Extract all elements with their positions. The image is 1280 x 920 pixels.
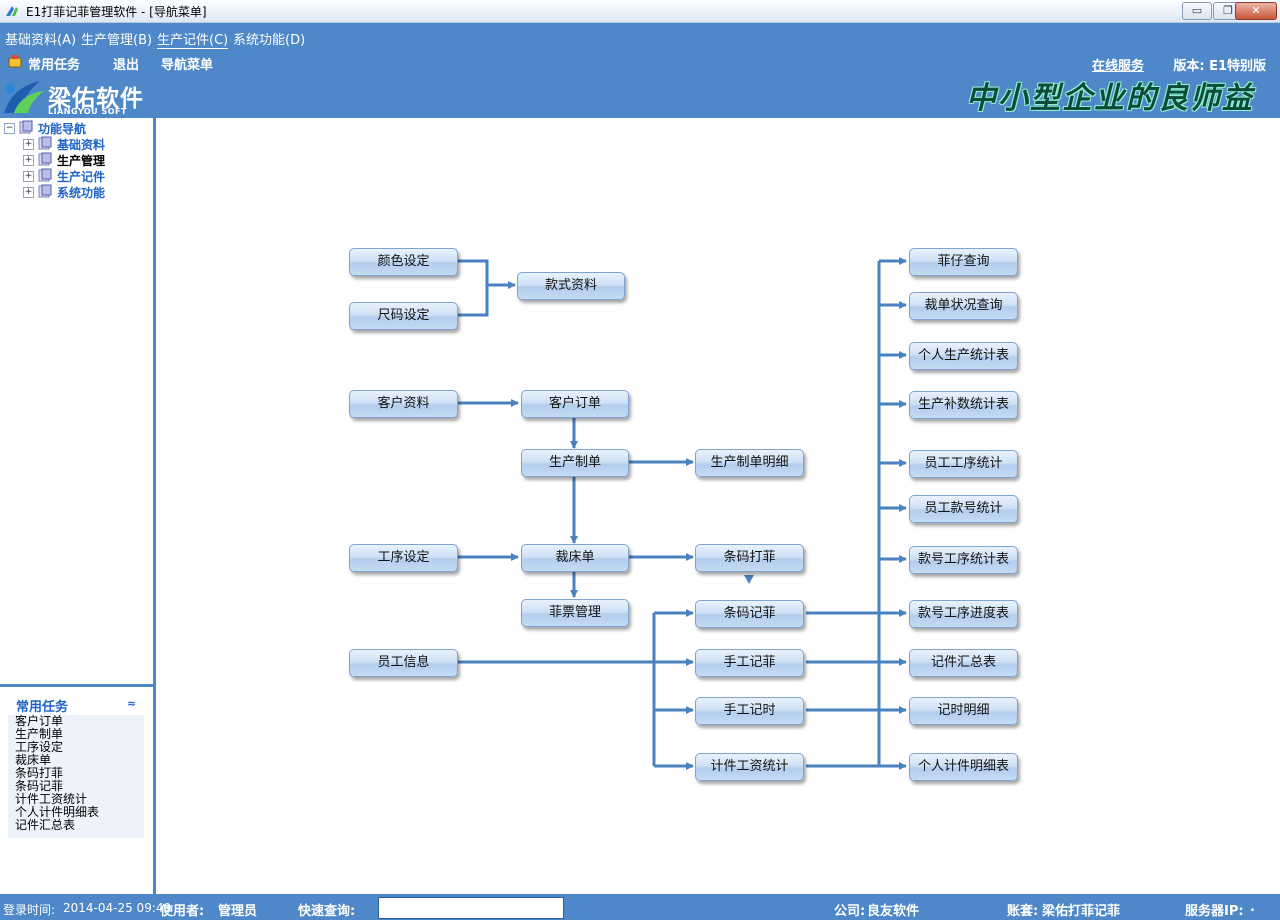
node-employee-style-stats[interactable]: 员工款号统计 bbox=[909, 495, 1018, 523]
node-manual-time[interactable]: 手工记时 bbox=[695, 697, 804, 725]
node-production-order[interactable]: 生产制单 bbox=[521, 449, 629, 477]
task-item[interactable]: 条码打菲 bbox=[15, 766, 64, 780]
logo-subtext: LIANGYOU SOFT bbox=[48, 107, 127, 116]
login-time-label: 登录时间: bbox=[3, 903, 56, 917]
menu-system-functions[interactable]: 系统功能(D) bbox=[233, 33, 306, 48]
tree-item-label: 基础资料 bbox=[57, 138, 106, 152]
folder-icon bbox=[38, 152, 52, 166]
folder-icon bbox=[38, 184, 52, 198]
node-customer-data[interactable]: 客户资料 bbox=[349, 390, 458, 418]
folder-icon bbox=[38, 168, 52, 182]
node-cutting-order[interactable]: 裁床单 bbox=[521, 544, 629, 572]
common-tasks-button[interactable]: 常用任务 bbox=[28, 58, 81, 73]
account-label: 账套: bbox=[1007, 904, 1039, 919]
node-barcode-record[interactable]: 条码记菲 bbox=[695, 600, 804, 628]
close-button[interactable]: ✕ bbox=[1235, 2, 1277, 20]
minimize-button[interactable]: ▭ bbox=[1182, 2, 1212, 20]
exit-button[interactable]: 退出 bbox=[113, 58, 140, 73]
node-barcode-print[interactable]: 条码打菲 bbox=[695, 544, 804, 572]
node-employee-process-stats[interactable]: 员工工序统计 bbox=[909, 450, 1018, 478]
node-size-setting[interactable]: 尺码设定 bbox=[349, 302, 458, 330]
server-ip-label: 服务器IP: bbox=[1185, 904, 1244, 919]
liangyou-logo-icon bbox=[4, 81, 44, 113]
app-icon bbox=[6, 6, 18, 16]
title-bar: E1打菲记菲管理软件 - [导航菜单] ▭ ❐ ✕ bbox=[0, 0, 1280, 23]
node-production-supplement-stats[interactable]: 生产补数统计表 bbox=[909, 391, 1018, 419]
chevron-up-icon[interactable]: ≈ bbox=[127, 697, 137, 710]
quick-search-input[interactable] bbox=[378, 897, 564, 919]
tasks-icon bbox=[8, 55, 22, 68]
expand-icon[interactable]: + bbox=[23, 139, 34, 150]
task-item[interactable]: 裁床单 bbox=[15, 753, 52, 767]
folder-icon bbox=[38, 136, 52, 150]
company-label: 公司: bbox=[834, 904, 866, 919]
node-customer-order[interactable]: 客户订单 bbox=[521, 390, 629, 418]
menu-production-record[interactable]: 生产记件(C) bbox=[157, 29, 229, 49]
left-panel: − 功能导航 + 基础资料 + 生产管理 + 生产记件 + 系统功能 常用任务 … bbox=[0, 118, 156, 894]
menu-basic-data[interactable]: 基础资料(A) bbox=[5, 33, 77, 48]
header: 基础资料(A) 生产管理(B) 生产记件(C) 系统功能(D) 常用任务 退出 … bbox=[0, 23, 1280, 160]
folder-icon bbox=[19, 120, 33, 134]
tree-item-label: 生产管理 bbox=[57, 154, 106, 168]
node-ticket-management[interactable]: 菲票管理 bbox=[521, 599, 629, 627]
company-value: 良友软件 bbox=[867, 904, 920, 919]
node-manual-record[interactable]: 手工记菲 bbox=[695, 649, 804, 677]
node-production-order-detail[interactable]: 生产制单明细 bbox=[695, 449, 804, 477]
collapse-icon[interactable]: − bbox=[4, 123, 15, 134]
account-value: 梁佑打菲记菲 bbox=[1042, 904, 1121, 919]
node-process-setting[interactable]: 工序设定 bbox=[349, 544, 458, 572]
task-item[interactable]: 条码记菲 bbox=[15, 779, 64, 793]
node-color-setting[interactable]: 颜色设定 bbox=[349, 248, 458, 276]
user-label: 使用者: bbox=[160, 904, 205, 919]
tree-root-label: 功能导航 bbox=[38, 122, 87, 136]
version-label: 版本: E1特别版 bbox=[1173, 59, 1266, 74]
expand-icon[interactable]: + bbox=[23, 171, 34, 182]
node-record-summary[interactable]: 记件汇总表 bbox=[909, 649, 1018, 677]
node-style-data[interactable]: 款式资料 bbox=[517, 272, 625, 300]
navigation-diagram: 颜色设定 尺码设定 客户资料 工序设定 员工信息 款式资料 客户订单 生产制单 … bbox=[156, 118, 1280, 894]
quick-search-label: 快速查询: bbox=[298, 904, 356, 919]
task-item[interactable]: 记件汇总表 bbox=[15, 818, 76, 832]
menu-bar: 基础资料(A) 生产管理(B) 生产记件(C) 系统功能(D) bbox=[0, 23, 1280, 49]
task-item[interactable]: 生产制单 bbox=[15, 727, 64, 741]
task-item[interactable]: 计件工资统计 bbox=[15, 792, 88, 806]
node-style-process-stats[interactable]: 款号工序统计表 bbox=[909, 546, 1018, 574]
online-service-link[interactable]: 在线服务 bbox=[1091, 59, 1144, 74]
task-item[interactable]: 工序设定 bbox=[15, 740, 64, 754]
expand-icon[interactable]: + bbox=[23, 155, 34, 166]
task-item[interactable]: 个人计件明细表 bbox=[15, 805, 100, 819]
server-ip-value: . bbox=[1250, 900, 1255, 915]
tasks-divider bbox=[0, 684, 153, 687]
tree-item-label: 系统功能 bbox=[57, 186, 106, 200]
window-title: E1打菲记菲管理软件 - [导航菜单] bbox=[26, 5, 207, 19]
node-style-process-progress[interactable]: 款号工序进度表 bbox=[909, 600, 1018, 628]
node-time-detail[interactable]: 记时明细 bbox=[909, 697, 1018, 725]
login-time-value: 2014-04-25 09:40 bbox=[63, 901, 172, 915]
node-ticket-query[interactable]: 菲仔查询 bbox=[909, 248, 1018, 276]
expand-icon[interactable]: + bbox=[23, 187, 34, 198]
task-item[interactable]: 客户订单 bbox=[15, 714, 64, 728]
status-bar: 登录时间: 2014-04-25 09:40 使用者: 管理员 快速查询: 公司… bbox=[0, 894, 1280, 920]
tasks-title: 常用任务 bbox=[16, 700, 69, 715]
nav-menu-button[interactable]: 导航菜单 bbox=[161, 58, 214, 73]
node-personal-piece-detail[interactable]: 个人计件明细表 bbox=[909, 753, 1018, 781]
logo-text: 梁佑软件 bbox=[48, 86, 144, 112]
tasks-list: 客户订单 生产制单 工序设定 裁床单 条码打菲 条码记菲 计件工资统计 个人计件… bbox=[8, 715, 144, 838]
node-employee-info[interactable]: 员工信息 bbox=[349, 649, 458, 677]
node-piece-wage-stats[interactable]: 计件工资统计 bbox=[695, 753, 804, 781]
flow-connectors bbox=[458, 257, 907, 770]
menu-production-management[interactable]: 生产管理(B) bbox=[81, 33, 153, 48]
user-value: 管理员 bbox=[218, 904, 258, 919]
tree-item-label: 生产记件 bbox=[57, 170, 106, 184]
node-personal-production-stats[interactable]: 个人生产统计表 bbox=[909, 342, 1018, 370]
node-cutting-status-query[interactable]: 裁单状况查询 bbox=[909, 292, 1018, 320]
